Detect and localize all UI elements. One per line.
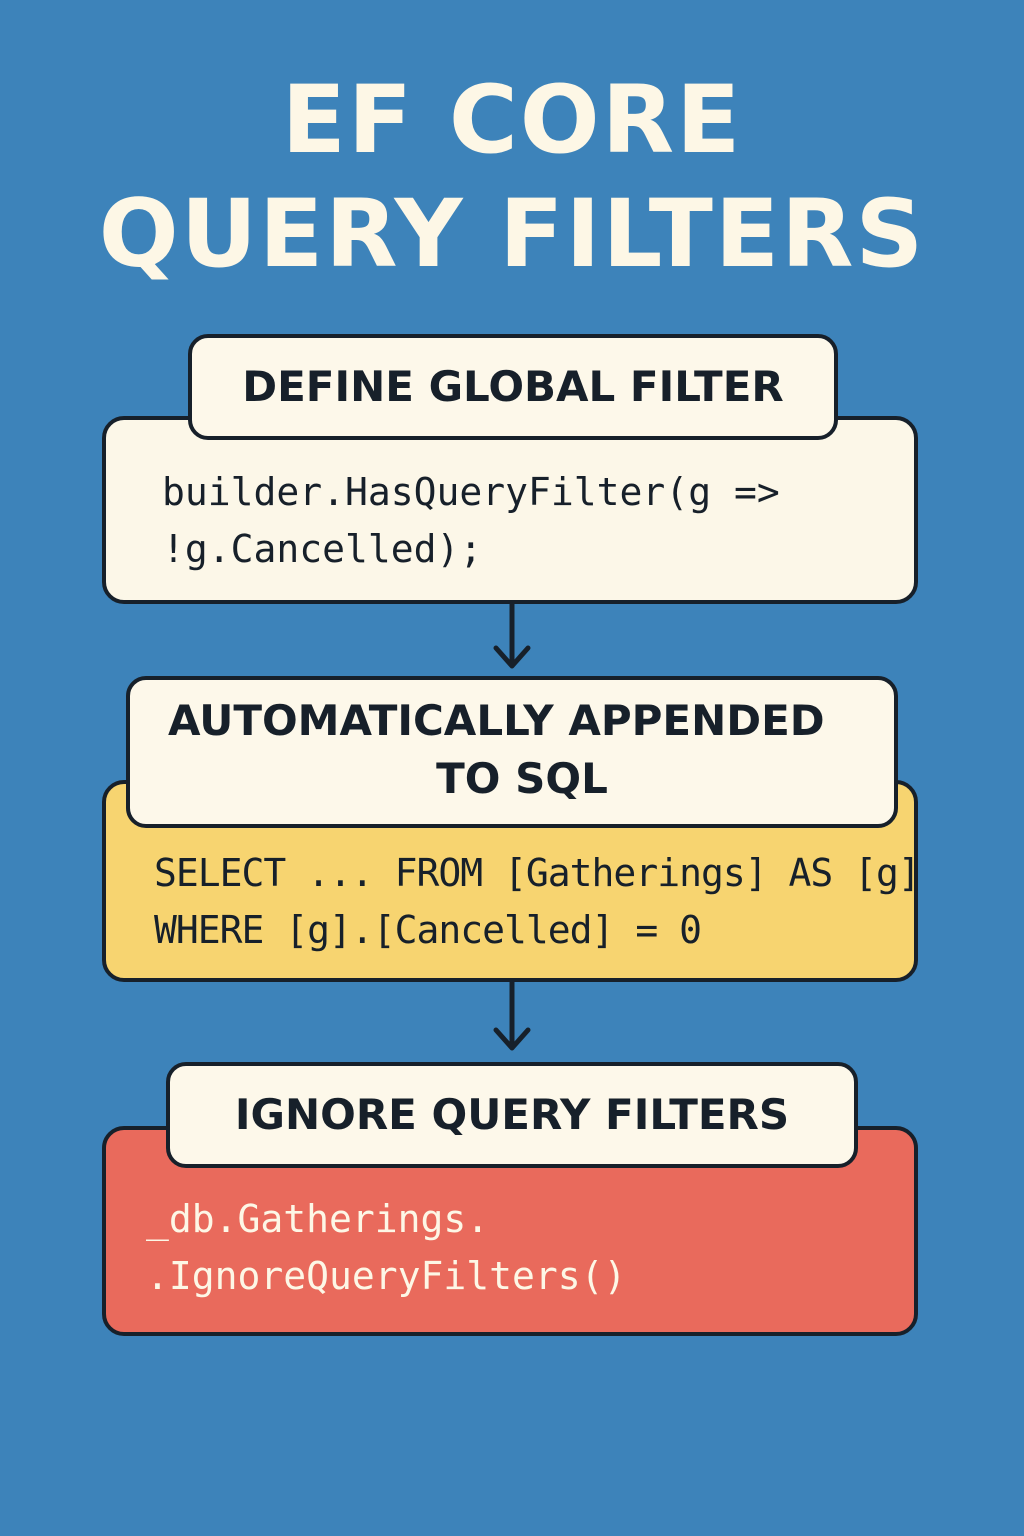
arrow-down-icon bbox=[493, 978, 531, 1051]
ignore-filters-code: _db.Gatherings. .IgnoreQueryFilters() bbox=[146, 1191, 626, 1305]
code-line: SELECT ... FROM [Gatherings] AS [g] bbox=[154, 851, 921, 895]
define-filter-label: DEFINE GLOBAL FILTER bbox=[188, 334, 838, 440]
appended-sql-label-line: TO SQL bbox=[436, 754, 608, 803]
code-line: builder.HasQueryFilter(g => bbox=[162, 470, 780, 514]
code-line: !g.Cancelled); bbox=[162, 527, 483, 571]
code-line: _db.Gatherings. bbox=[146, 1197, 490, 1241]
code-line: .IgnoreQueryFilters() bbox=[146, 1254, 627, 1298]
title-line-2: QUERY FILTERS bbox=[98, 180, 926, 289]
appended-sql-label-line: AUTOMATICALLY APPENDED bbox=[168, 696, 825, 745]
code-line: WHERE [g].[Cancelled] = 0 bbox=[154, 908, 702, 952]
appended-sql-label: AUTOMATICALLY APPENDED TO SQL bbox=[126, 676, 898, 828]
ignore-filters-label: IGNORE QUERY FILTERS bbox=[166, 1062, 858, 1168]
arrow-down-icon bbox=[493, 600, 531, 669]
title-line-1: EF CORE bbox=[281, 66, 743, 175]
sql-code: SELECT ... FROM [Gatherings] AS [g] WHERE… bbox=[154, 845, 921, 959]
define-filter-code: builder.HasQueryFilter(g => !g.Cancelled)… bbox=[162, 464, 780, 578]
